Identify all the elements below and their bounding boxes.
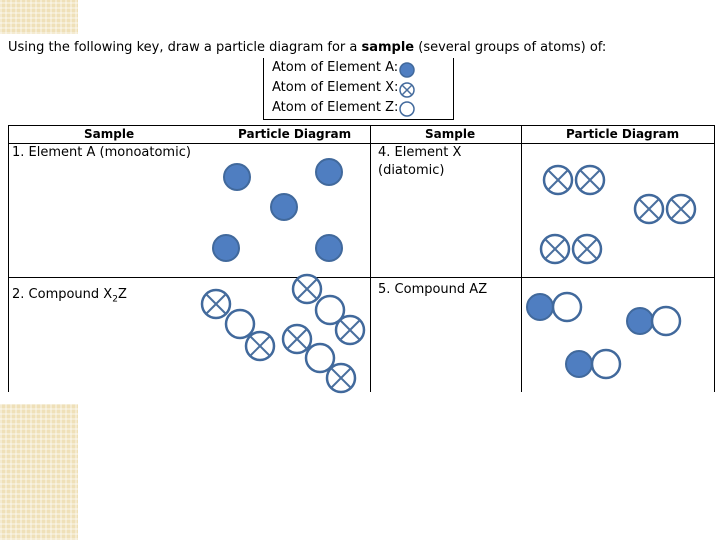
key-row-element-a: Atom of Element A: bbox=[272, 60, 398, 75]
header-particle-diagram-right: Particle Diagram bbox=[566, 127, 680, 141]
diagram-compound-az bbox=[526, 291, 682, 380]
header-particle-diagram-left: Particle Diagram bbox=[238, 127, 352, 141]
atom-x bbox=[542, 164, 574, 196]
atom-a bbox=[223, 163, 251, 191]
diagram-compound-x2z bbox=[200, 273, 366, 394]
key-box: Atom of Element A: Atom of Element X: At… bbox=[263, 58, 454, 120]
atom-a bbox=[526, 293, 554, 321]
atom-x bbox=[334, 314, 366, 346]
atom-x bbox=[665, 193, 697, 225]
atom-x bbox=[281, 323, 313, 355]
atom-z bbox=[650, 305, 682, 337]
table-row-divider bbox=[8, 277, 715, 278]
filled-blue-circle-icon bbox=[399, 62, 415, 78]
instruction-text: Using the following key, draw a particle… bbox=[8, 40, 607, 55]
atom-x bbox=[633, 193, 665, 225]
header-sample-right: Sample bbox=[425, 127, 476, 141]
key-label-element-z: Atom of Element Z: bbox=[272, 100, 399, 115]
crossed-circle-icon bbox=[399, 82, 415, 98]
key-row-element-z: Atom of Element Z: bbox=[272, 100, 398, 115]
key-label-element-a: Atom of Element A: bbox=[272, 60, 399, 75]
atom-x bbox=[539, 233, 571, 265]
atom-a bbox=[315, 234, 343, 262]
sample-2-label: 2. Compound X2Z bbox=[12, 287, 127, 305]
atom-a bbox=[315, 158, 343, 186]
header-sample-left: Sample bbox=[84, 127, 135, 141]
atom-a bbox=[270, 193, 298, 221]
atom-x bbox=[574, 164, 606, 196]
table-border-top bbox=[8, 125, 715, 126]
key-label-element-x: Atom of Element X: bbox=[272, 80, 399, 95]
key-icons bbox=[399, 62, 415, 117]
atom-x bbox=[291, 273, 323, 305]
atom-a bbox=[626, 307, 654, 335]
table-border-right bbox=[714, 125, 715, 392]
atom-x bbox=[244, 330, 276, 362]
table-border-left bbox=[8, 125, 9, 392]
atom-x bbox=[571, 233, 603, 265]
sample-1-label: 1. Element A (monoatomic) bbox=[12, 145, 191, 160]
atom-z bbox=[224, 308, 256, 340]
table-col-divider-center bbox=[370, 125, 371, 392]
atom-x bbox=[200, 288, 232, 320]
key-row-element-x: Atom of Element X: bbox=[272, 80, 398, 95]
diagram-element-x bbox=[539, 164, 697, 265]
sample-4-label: 4. Element X (diatomic) bbox=[378, 145, 462, 178]
atom-a bbox=[212, 234, 240, 262]
sample-5-label: 5. Compound AZ bbox=[378, 282, 488, 297]
table-header-divider bbox=[8, 143, 715, 144]
atom-a bbox=[565, 350, 593, 378]
atom-z bbox=[590, 348, 622, 380]
decorative-texture-bottom bbox=[0, 404, 78, 540]
table-col-divider-right bbox=[521, 125, 522, 392]
atom-z bbox=[551, 291, 583, 323]
decorative-texture-top bbox=[0, 0, 78, 34]
open-circle-icon bbox=[399, 101, 415, 117]
diagram-element-a bbox=[212, 158, 343, 262]
atom-x bbox=[325, 362, 357, 394]
